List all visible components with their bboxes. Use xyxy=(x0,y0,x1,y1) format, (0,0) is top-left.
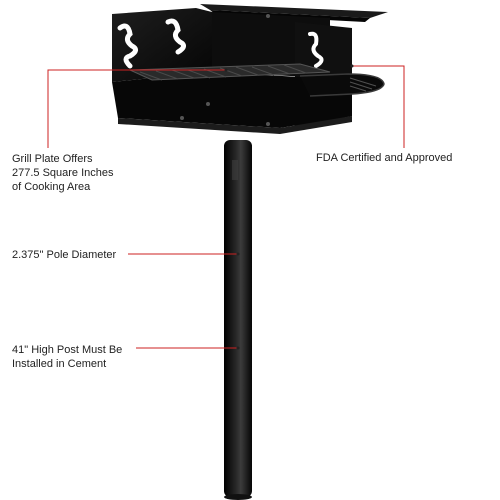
grill-grate xyxy=(129,63,331,81)
post-text-line1: 41" High Post Must Be xyxy=(12,344,123,356)
fda-text: FDA Certified and Approved xyxy=(316,152,453,164)
grate-handle xyxy=(299,73,385,97)
post-callout: 41" High Post Must Be Installed in Cemen… xyxy=(12,343,122,371)
leader-lines xyxy=(47,64,405,350)
pole-diameter-text: 2.375" Pole Diameter xyxy=(12,249,117,261)
grill-plate-text-line3: of Cooking Area xyxy=(12,181,91,193)
grill-plate-callout: Grill Plate Offers 277.5 Square Inches o… xyxy=(12,152,114,194)
grill-plate-text-line1: Grill Plate Offers xyxy=(12,153,93,165)
post-text-line2: Installed in Cement xyxy=(12,358,107,370)
grill-plate-leader xyxy=(47,69,226,148)
grill-plate-text-line2: 277.5 Square Inches xyxy=(12,167,114,179)
firebox xyxy=(112,8,352,134)
pole xyxy=(224,140,252,500)
fda-callout: FDA Certified and Approved xyxy=(316,151,452,165)
pole-diameter-callout: 2.375" Pole Diameter xyxy=(12,248,116,262)
fda-leader xyxy=(352,65,405,148)
